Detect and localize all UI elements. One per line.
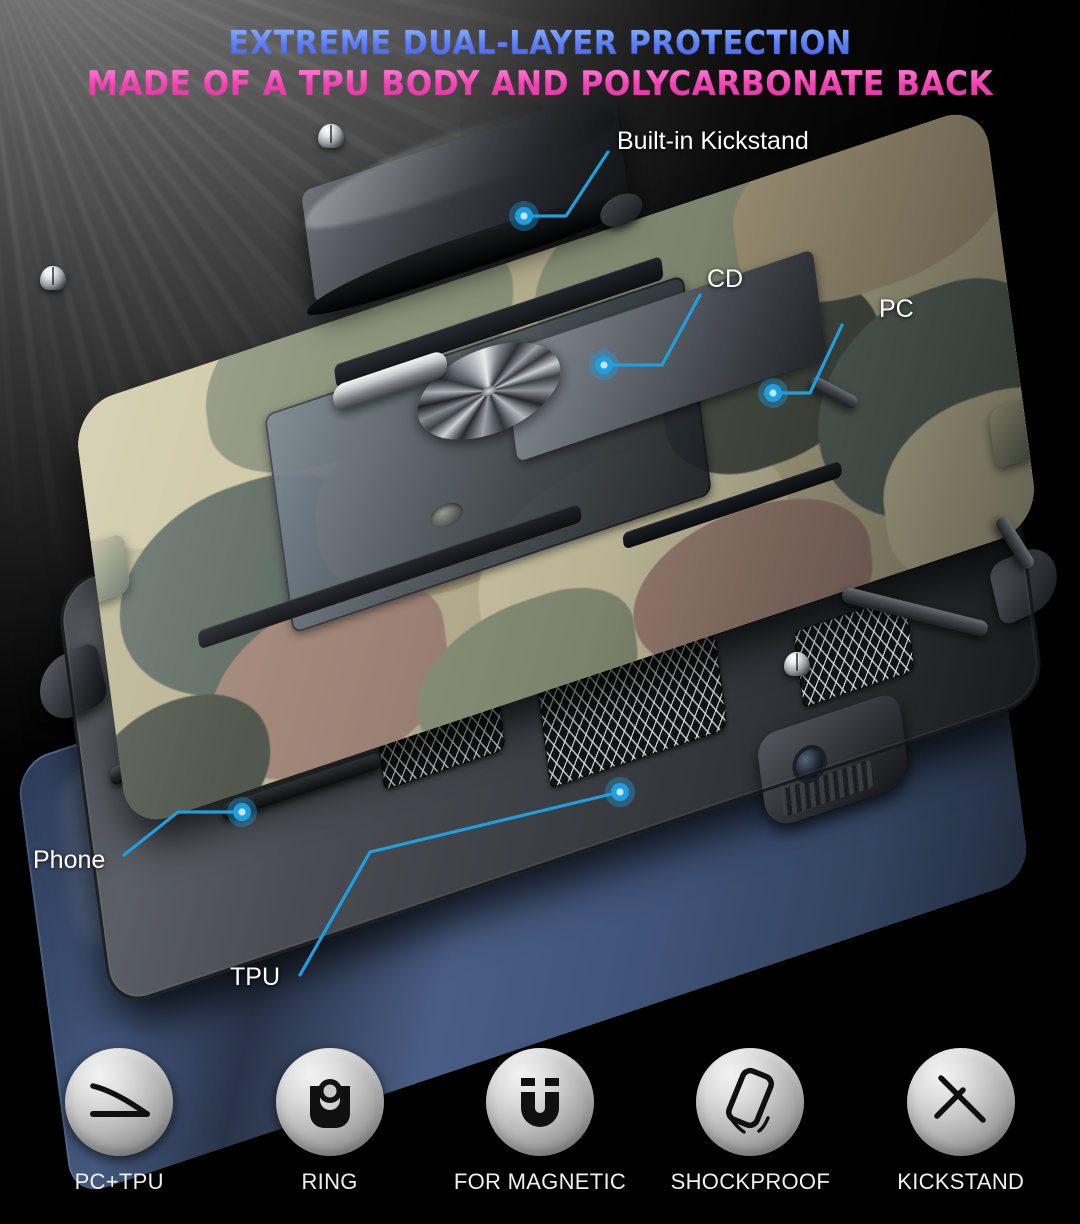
kickstand-cross-icon	[906, 1048, 1015, 1156]
callout-dot-phone	[227, 797, 257, 827]
metal-screw-icon	[318, 124, 344, 148]
callout-label-tpu: TPU	[230, 963, 280, 991]
feature-item-shockproof[interactable]: SHOCKPROOF	[652, 1042, 848, 1195]
callout-dot-tpu	[605, 777, 635, 807]
feature-icon-row: PC+TPU RING FOR MAGNETIC	[0, 1042, 1080, 1224]
callout-label-phone: Phone	[33, 846, 106, 874]
callout-dot-cd	[589, 350, 619, 380]
feature-label: KICKSTAND	[897, 1169, 1025, 1194]
callout-label-cd: CD	[707, 265, 744, 293]
flex-line-icon	[65, 1048, 174, 1156]
ring-holder-icon	[275, 1048, 384, 1156]
callout-line-tpu	[298, 790, 622, 977]
feature-label: SHOCKPROOF	[670, 1169, 831, 1194]
callout-label-kickstand: Built-in Kickstand	[617, 127, 809, 155]
feature-item-magnetic[interactable]: FOR MAGNETIC	[442, 1042, 638, 1195]
feature-item-pc-tpu[interactable]: PC+TPU	[21, 1042, 217, 1195]
callout-line-kickstand	[522, 150, 610, 218]
callout-dot-kickstand	[509, 201, 539, 231]
magnet-icon	[485, 1048, 594, 1156]
feature-item-kickstand[interactable]: KICKSTAND	[863, 1042, 1059, 1195]
callout-line-phone	[122, 810, 244, 857]
callout-label-pc: PC	[879, 295, 914, 323]
callout-dot-pc	[758, 378, 788, 408]
callout-line-cd	[602, 293, 702, 367]
feature-item-ring[interactable]: RING	[232, 1042, 428, 1195]
metal-screw-icon	[40, 266, 66, 290]
feature-label: PC+TPU	[74, 1169, 164, 1194]
feature-label: RING	[301, 1169, 358, 1194]
phone-shock-icon	[696, 1048, 805, 1156]
feature-label: FOR MAGNETIC	[453, 1169, 627, 1194]
